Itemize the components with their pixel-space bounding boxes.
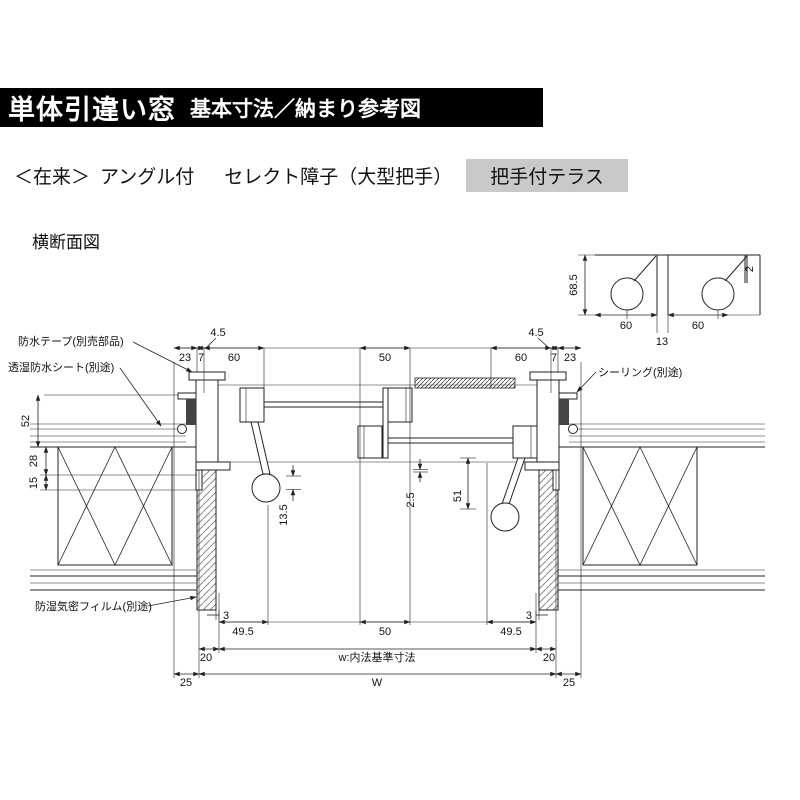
insect-screen bbox=[414, 377, 516, 389]
detail-handle-right bbox=[701, 277, 735, 311]
dim-60-left: 60 bbox=[228, 352, 240, 364]
callout-moisture-film: 防湿気密フィルム(別途) bbox=[35, 599, 152, 613]
dim-13-5: 13.5 bbox=[278, 504, 290, 525]
handle-detail-view: 68.5 60 60 13 2 bbox=[568, 254, 761, 348]
dim-3-left: 3 bbox=[223, 610, 229, 622]
callout-sealing: シーリング(別途) bbox=[598, 365, 682, 379]
dim-25-right: 25 bbox=[563, 677, 575, 689]
callouts: 防水テープ(別売部品) 透湿防水シート(別途) シーリング(別途) 防湿気密フィ… bbox=[8, 334, 682, 613]
dim-w-inner: w:内法基準寸法 bbox=[338, 650, 416, 664]
page-title: 単体引違い窓 bbox=[8, 95, 176, 125]
outer-sash bbox=[239, 387, 413, 423]
dim-68-5: 68.5 bbox=[568, 274, 580, 295]
dim-2-5: 2.5 bbox=[405, 492, 417, 507]
dim-49-5-right: 49.5 bbox=[500, 626, 521, 638]
dim-50-bottom: 50 bbox=[379, 626, 391, 638]
window-frame bbox=[177, 371, 578, 491]
dim-detail-2: 2 bbox=[744, 266, 756, 272]
spec-feature-shoji: セレクト障子（大型把手） bbox=[224, 166, 453, 188]
bottom-dimensions: 3 3 49.5 50 49.5 20 w:内法基準寸法 20 25 W 25 bbox=[173, 610, 582, 689]
dim-detail-13: 13 bbox=[656, 336, 668, 348]
top-dimensions: 4.5 4.5 23 7 60 50 60 7 23 bbox=[173, 327, 582, 364]
dim-20-left: 20 bbox=[200, 652, 212, 664]
dim-28: 28 bbox=[28, 455, 40, 467]
dim-60-right: 60 bbox=[515, 352, 527, 364]
callout-waterproof-tape: 防水テープ(別売部品) bbox=[18, 334, 124, 348]
inner-handle bbox=[490, 502, 520, 532]
dim-detail-60b: 60 bbox=[692, 320, 704, 332]
dim-4-5-right: 4.5 bbox=[528, 327, 543, 339]
dim-50-top: 50 bbox=[379, 352, 391, 364]
interior-casings bbox=[196, 469, 559, 611]
dim-7-left: 7 bbox=[198, 352, 204, 364]
left-wall bbox=[30, 423, 197, 591]
callout-breathable-sheet: 透湿防水シート(別途) bbox=[8, 360, 114, 374]
meeting-interlock bbox=[382, 387, 389, 459]
page-subtitle: 基本寸法／納まり参考図 bbox=[190, 97, 421, 121]
page-header: 単体引違い窓 基本寸法／納まり参考図 bbox=[0, 88, 543, 127]
spec-kind: ＜在来＞ bbox=[14, 166, 91, 188]
dim-20-right: 20 bbox=[543, 652, 555, 664]
dim-23-right: 23 bbox=[564, 352, 576, 364]
waterproof-tape-left bbox=[186, 399, 196, 425]
dim-25-left: 25 bbox=[180, 677, 192, 689]
spec-line: ＜在来＞ アングル付 セレクト障子（大型把手） 把手付テラス bbox=[14, 158, 628, 192]
outer-handle bbox=[251, 473, 281, 503]
section-label: 横断面図 bbox=[32, 233, 100, 252]
dim-52: 52 bbox=[20, 415, 32, 427]
dim-51: 51 bbox=[452, 490, 464, 502]
sealing-right bbox=[559, 399, 569, 425]
detail-handle-left bbox=[610, 277, 644, 311]
left-dimensions: 52 28 15 bbox=[20, 394, 49, 491]
dim-detail-60a: 60 bbox=[620, 320, 632, 332]
dim-7-right: 7 bbox=[551, 352, 557, 364]
dim-49-5-left: 49.5 bbox=[232, 626, 253, 638]
mid-dimensions: 13.5 2.5 51 bbox=[278, 457, 476, 526]
dim-w-overall: W bbox=[372, 677, 383, 689]
cross-section-drawing: 4.5 4.5 23 7 60 50 60 7 23 52 28 15 13.5 bbox=[8, 254, 765, 689]
dim-15: 15 bbox=[28, 477, 40, 489]
spec-feature-angle: アングル付 bbox=[100, 166, 195, 188]
right-wall bbox=[558, 423, 765, 591]
inner-sash bbox=[357, 387, 538, 459]
anchor-screw-left bbox=[177, 424, 187, 434]
large-handles bbox=[250, 421, 526, 532]
dim-3-right: 3 bbox=[526, 610, 532, 622]
dim-23-left: 23 bbox=[179, 352, 191, 364]
anchor-screw-right bbox=[568, 424, 578, 434]
dim-4-5-left: 4.5 bbox=[210, 327, 225, 339]
terrace-badge: 把手付テラス bbox=[466, 158, 628, 192]
